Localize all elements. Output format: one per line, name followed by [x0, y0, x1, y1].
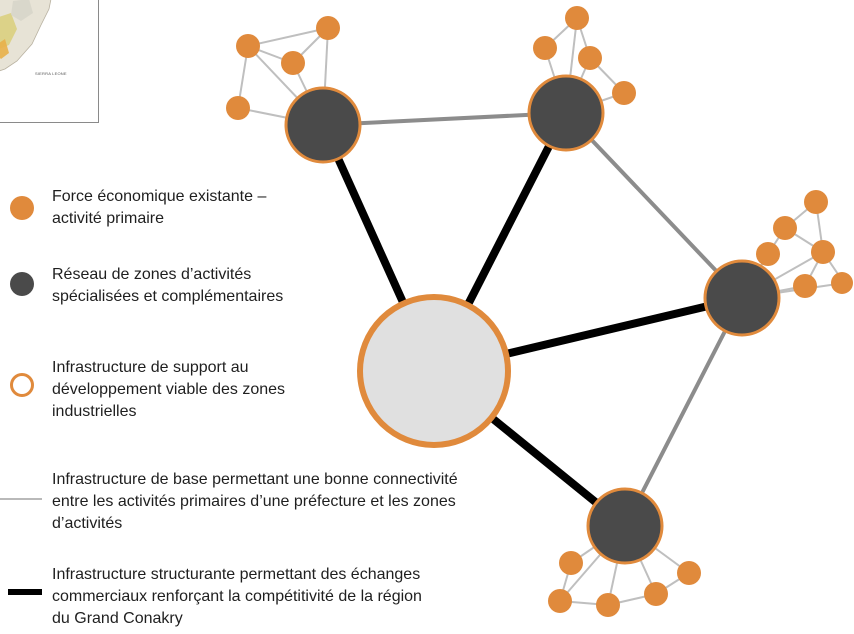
legend-label-base-infrastructure: Infrastructure de base permettant une bo…: [52, 471, 458, 532]
gray-link: [564, 111, 744, 300]
activity-zone: [703, 259, 781, 337]
map-caption: SIERRA LEONE: [35, 71, 67, 76]
primary-activities: [226, 6, 853, 617]
primary-activity-node: [281, 51, 305, 75]
gray-links: [322, 111, 744, 527]
ring-icon: [10, 373, 34, 397]
legend-item-primary-activity: Force économique existante – activité pr…: [0, 186, 560, 232]
legend-item-base-infrastructure: Infrastructure de base permettant une bo…: [0, 469, 560, 537]
primary-activity-node: [533, 36, 557, 60]
legend-item-support-infrastructure: Infrastructure de support au développeme…: [0, 357, 560, 425]
region-map-graphic: [0, 0, 52, 72]
legend-item-zones-network: Réseau de zones d’activités spécialisées…: [0, 264, 560, 310]
primary-activity-node: [644, 582, 668, 606]
orange-dot-icon: [10, 196, 34, 220]
gray-link: [623, 297, 744, 527]
primary-activity-node: [811, 240, 835, 264]
central-hub: [357, 294, 511, 448]
activity-zone: [284, 86, 362, 164]
thin-line-icon: [0, 498, 42, 500]
primary-activity-node: [756, 242, 780, 266]
legend-label-primary-activity: Force économique existante – activité pr…: [52, 188, 267, 227]
thin-link: [247, 27, 329, 47]
thick-line-icon: [8, 589, 42, 595]
activity-zone: [527, 74, 605, 152]
primary-activity-node: [793, 274, 817, 298]
primary-activity-node: [548, 589, 572, 613]
legend-item-structuring-infrastructure: Infrastructure structurante permettant d…: [0, 564, 560, 632]
primary-activity-node: [831, 272, 853, 294]
primary-activity-node: [677, 561, 701, 585]
primary-activity-node: [612, 81, 636, 105]
primary-activity-node: [565, 6, 589, 30]
primary-activity-node: [559, 551, 583, 575]
activity-zones: [284, 74, 781, 565]
primary-activity-node: [226, 96, 250, 120]
legend-label-structuring-infrastructure: Infrastructure structurante permettant d…: [52, 566, 422, 627]
primary-activity-node: [804, 190, 828, 214]
legend-label-support-infrastructure: Infrastructure de support au développeme…: [52, 359, 286, 420]
gray-link: [322, 111, 567, 127]
region-map-inset: SIERRA LEONE: [0, 0, 99, 123]
activity-zone: [586, 487, 664, 565]
primary-activity-node: [578, 46, 602, 70]
primary-activity-node: [773, 216, 797, 240]
legend-label-zones-network: Réseau de zones d’activités spécialisées…: [52, 266, 284, 305]
primary-activity-node: [316, 16, 340, 40]
dark-dot-icon: [10, 272, 34, 296]
primary-activity-node: [596, 593, 620, 617]
primary-activity-node: [236, 34, 260, 58]
